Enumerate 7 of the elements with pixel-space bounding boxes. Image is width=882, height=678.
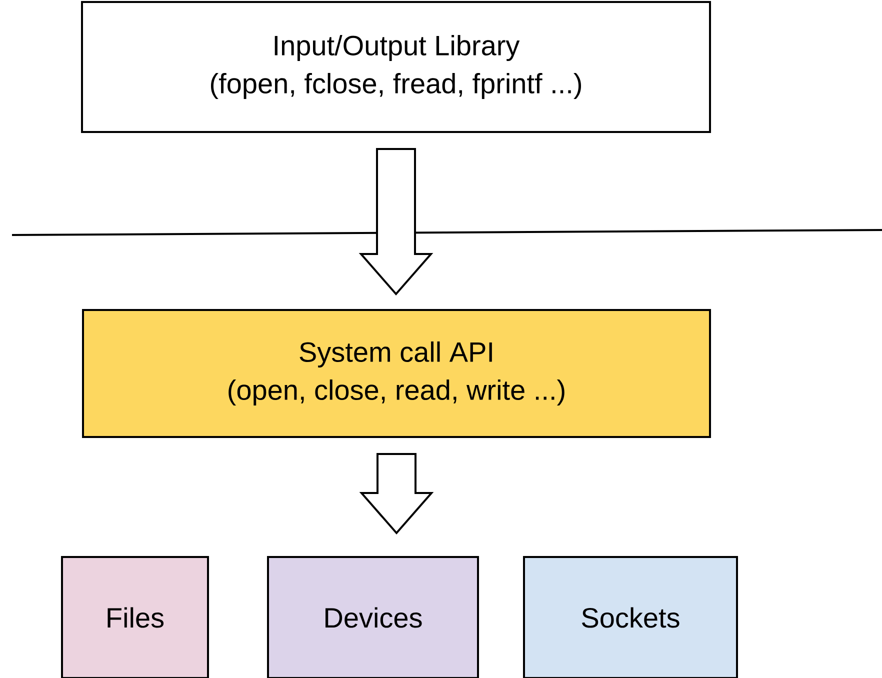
library-box: Input/Output Library (fopen, fclose, fread, fprintf ...) — [81, 1, 711, 133]
category-box: Files — [61, 556, 209, 678]
block-arrow — [358, 148, 434, 296]
category-box: Sockets — [523, 556, 738, 678]
api-box: System call API (open, close, read, write ...) — [82, 309, 711, 438]
category-box: Devices — [267, 556, 479, 678]
block-arrow — [359, 453, 434, 535]
